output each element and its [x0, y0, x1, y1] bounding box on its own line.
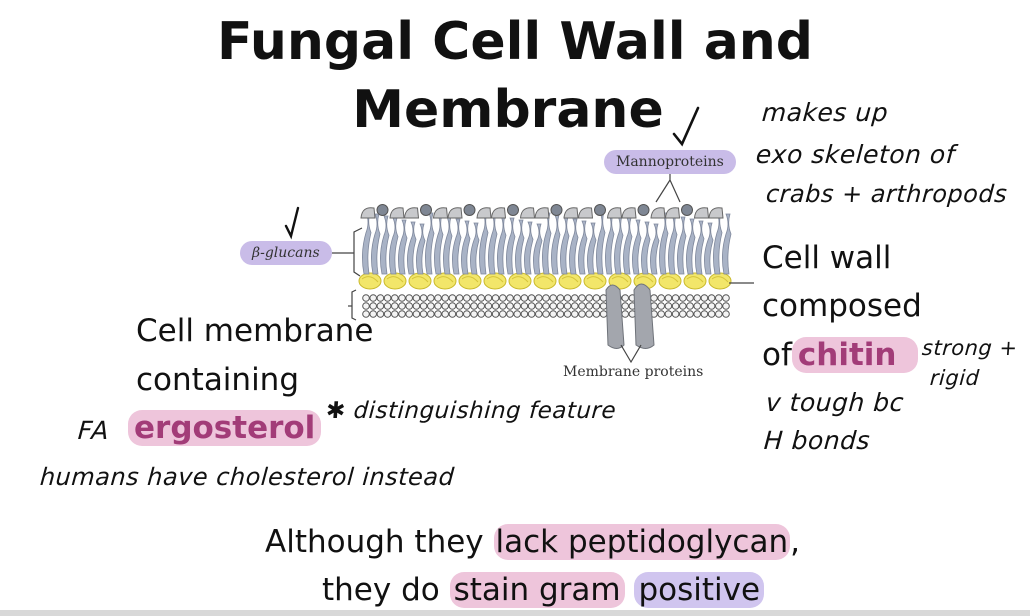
bottom-line2-prefix: they do: [322, 572, 450, 608]
bottom-line1-suffix: ,: [790, 524, 800, 560]
slide-title-line2: Membrane: [352, 80, 664, 140]
membrane-protein-shapes: [605, 283, 655, 349]
note-chitin-line2: exo skeleton of: [754, 140, 957, 169]
membrane-bilayer: [362, 294, 730, 318]
beta-glucan-strands: [362, 211, 732, 275]
note-fa: FA: [76, 416, 111, 445]
mannoproteins-label: Mannoproteins: [604, 150, 736, 174]
slide-title-line1: Fungal Cell Wall and: [216, 12, 814, 72]
membrane-line1: Cell membrane: [136, 313, 374, 349]
note-rigid: rigid: [929, 366, 981, 390]
note-chitin-line3: crabs + arthropods: [765, 180, 1009, 208]
note-tough: v tough bc: [764, 388, 905, 417]
bottom-line1: Although they lack peptidoglycan,: [265, 524, 800, 560]
note-hbonds: H bonds: [762, 426, 872, 455]
handwritten-tick: [284, 206, 300, 240]
cell-wall-membrane-diagram: [332, 170, 754, 364]
membrane-proteins-label: Membrane proteins: [563, 364, 704, 380]
note-humans: humans have cholesterol instead: [39, 463, 456, 491]
bottom-line1-prefix: Although they: [265, 524, 494, 560]
wall-line2: composed: [762, 288, 922, 324]
membrane-line2: containing: [136, 362, 300, 398]
wall-line3-prefix: of: [762, 337, 792, 373]
note-strong: strong +: [921, 336, 1019, 360]
wall-line1: Cell wall: [762, 240, 892, 276]
bottom-line1-highlight: lack peptidoglycan: [493, 524, 791, 560]
bottom-line2-highlight-pink: stain gram: [449, 572, 625, 608]
ergosterol-term: ergosterol: [128, 410, 322, 446]
chitin-layer: [358, 272, 732, 290]
note-chitin-line1: makes up: [760, 98, 890, 127]
beta-glucans-label: β-glucans: [240, 241, 332, 265]
mannoprotein-caps: [360, 204, 724, 219]
bottom-line2-highlight-purple: positive: [634, 572, 765, 608]
handwritten-checkmark: [672, 106, 700, 147]
chitin-term: chitin: [791, 337, 919, 373]
note-distinguishing: ✱ distinguishing feature: [325, 398, 618, 424]
bottom-line2: they do stain gram positive: [322, 572, 765, 608]
slide-bottom-border: [0, 610, 1030, 616]
